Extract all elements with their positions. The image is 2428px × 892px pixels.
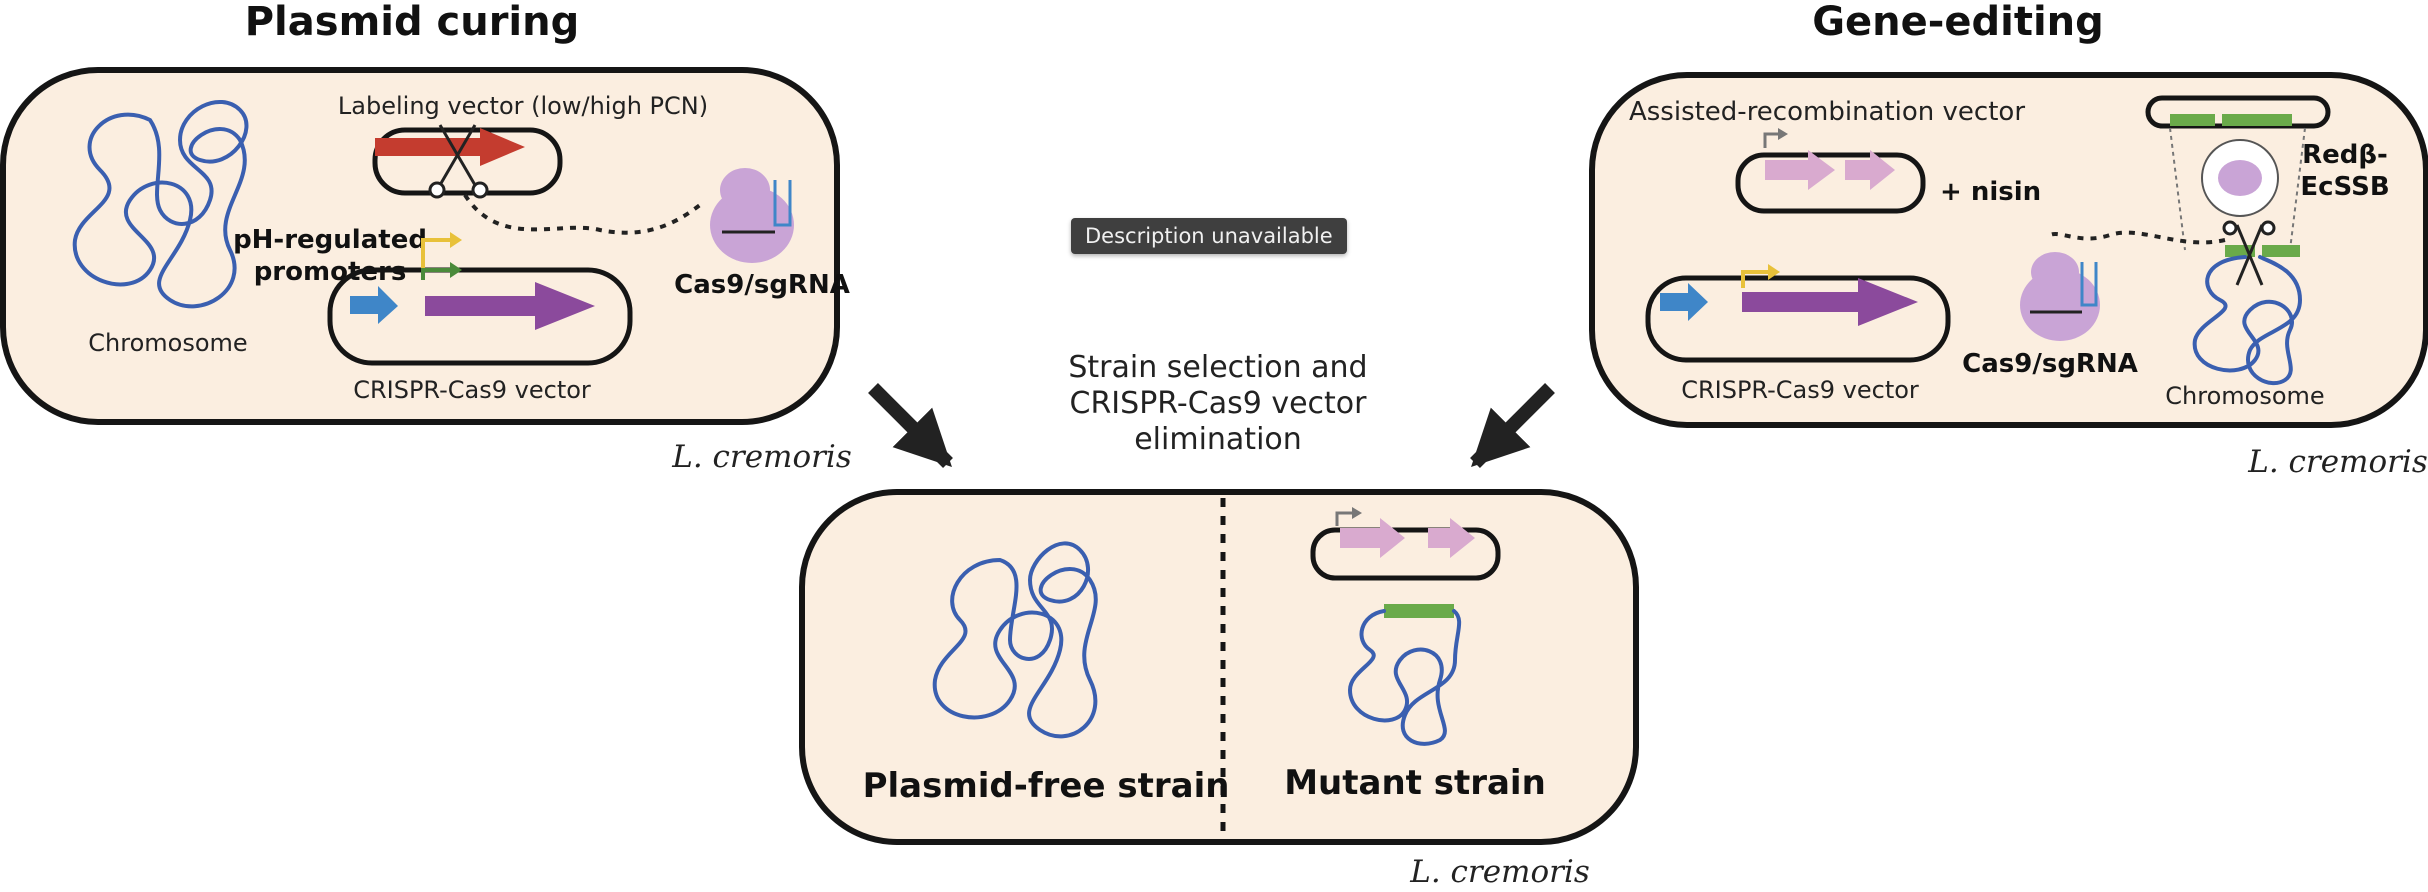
gray-promoter bbox=[1778, 128, 1788, 140]
right-scissors-icon bbox=[2222, 220, 2276, 286]
yellow-promoter bbox=[421, 238, 450, 272]
middle-text-line2: CRISPR-Cas9 vector bbox=[1070, 386, 1368, 421]
right-crispr-plasmid bbox=[1645, 275, 1951, 363]
right-yellow-promoter bbox=[1768, 264, 1780, 280]
right-cas9-icon bbox=[2020, 252, 2100, 341]
left-cas9-label: Cas9/sgRNA bbox=[674, 270, 850, 300]
assisted-vector-label: Assisted-recombination vector bbox=[1629, 97, 2025, 127]
middle-text-line1: Strain selection and bbox=[1068, 350, 1367, 385]
mutant-strain-label: Mutant strain bbox=[1284, 763, 1546, 803]
mutant-chromosome-icon bbox=[1348, 609, 1462, 746]
right-cas9-gene-arrow bbox=[1742, 278, 1918, 326]
assisted-vector-plasmid bbox=[1735, 152, 1926, 214]
bottom-edited-locus bbox=[1384, 604, 1454, 618]
left-species: L. cremoris bbox=[671, 439, 852, 475]
labeling-gene-arrow bbox=[375, 128, 525, 166]
right-cell: Assisted-recombination vector + nisin Re… bbox=[1589, 72, 2428, 428]
left-crispr-plasmid bbox=[327, 267, 633, 366]
green-promoter bbox=[421, 268, 450, 280]
right-crispr-label: CRISPR-Cas9 vector bbox=[1681, 376, 1919, 404]
scissors-icon bbox=[428, 124, 489, 199]
pink-gene-arrow-2 bbox=[1845, 150, 1895, 190]
red-label-line2: EcSSB bbox=[2300, 172, 2389, 202]
right-chromosome-label: Chromosome bbox=[2165, 382, 2324, 410]
left-cas9-icon bbox=[710, 168, 794, 263]
right-down-arrow bbox=[1470, 383, 1555, 468]
right-species: L. cremoris bbox=[2247, 444, 2428, 480]
labeling-vector-plasmid bbox=[372, 127, 563, 196]
left-chromosome-icon bbox=[72, 99, 249, 309]
description-tooltip: Description unavailable bbox=[1071, 218, 1347, 254]
red-label-line1: Redβ- bbox=[2302, 140, 2388, 170]
right-cas9-label: Cas9/sgRNA bbox=[1962, 349, 2138, 379]
plasmid-free-label: Plasmid-free strain bbox=[863, 766, 1230, 806]
bottom-gray-promoter bbox=[1352, 507, 1362, 519]
promoters-label-line1: pH-regulated bbox=[233, 225, 427, 255]
homology-arm-1 bbox=[2170, 114, 2215, 126]
left-cell: Chromosome Labeling vector (low/high PCN… bbox=[0, 67, 850, 425]
middle-text-line3: elimination bbox=[1134, 422, 1302, 457]
labeling-vector-label: Labeling vector (low/high PCN) bbox=[338, 92, 708, 120]
bottom-cell: Plasmid-free strain Mutant strain bbox=[799, 489, 1639, 845]
right-blue-promoter-arrow bbox=[1660, 283, 1708, 321]
left-chromosome-label: Chromosome bbox=[88, 329, 247, 357]
left-crispr-label: CRISPR-Cas9 vector bbox=[353, 376, 591, 404]
left-down-arrow bbox=[868, 383, 953, 468]
right-chromosome-icon bbox=[2192, 255, 2302, 386]
title-plasmid-curing: Plasmid curing bbox=[245, 0, 580, 45]
left-dashed-link bbox=[463, 193, 702, 235]
left-cas9-gene-arrow bbox=[425, 282, 595, 330]
left-blue-promoter-arrow bbox=[350, 286, 398, 324]
nisin-label: + nisin bbox=[1940, 177, 2041, 207]
homology-arm-2 bbox=[2222, 114, 2292, 126]
bottom-pink-arrow-2 bbox=[1428, 518, 1475, 558]
pink-gene-arrow-1 bbox=[1765, 150, 1835, 190]
title-gene-editing: Gene-editing bbox=[1812, 0, 2104, 45]
bottom-chromosome-icon bbox=[932, 541, 1098, 739]
bottom-pink-arrow-1 bbox=[1340, 518, 1405, 558]
bottom-plasmid bbox=[1310, 527, 1501, 581]
bottom-species: L. cremoris bbox=[1409, 854, 1590, 890]
